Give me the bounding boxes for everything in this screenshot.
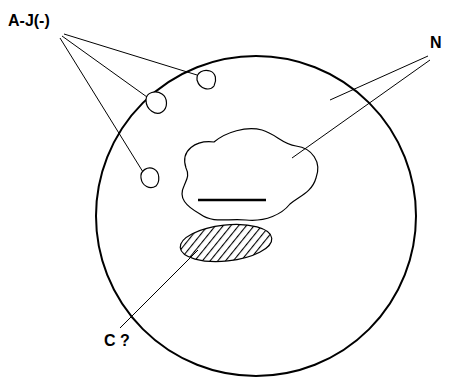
leader-line [120,250,198,328]
minus-bar [198,199,266,202]
granule [146,92,167,113]
leader-line [62,36,147,97]
leader-line [292,60,430,158]
leader-line [330,56,428,100]
granule [141,168,159,188]
hatched-body [178,220,273,265]
callout-label: N [430,34,442,52]
callout-label: C ? [104,332,130,350]
nucleus-outline [182,129,318,221]
callout-label: A-J(-) [8,12,50,30]
leader-line [64,34,197,75]
granule [197,70,216,89]
leader-line [60,38,143,172]
